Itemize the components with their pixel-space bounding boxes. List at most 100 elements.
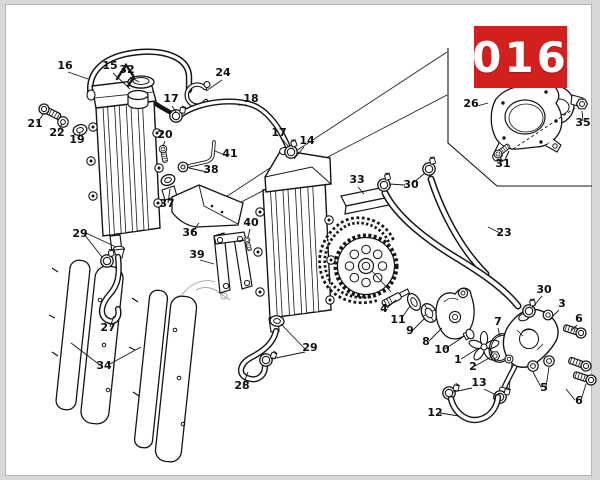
part-label-11: 11 bbox=[390, 313, 405, 326]
leader-line-35 bbox=[581, 110, 584, 122]
leader-line-30 bbox=[531, 295, 543, 309]
leader-line-40 bbox=[247, 228, 251, 238]
leader-line-6 bbox=[570, 324, 578, 332]
hose-27 bbox=[98, 253, 122, 325]
banjo-fitting-38 bbox=[177, 161, 189, 173]
leader-line-13 bbox=[483, 388, 497, 396]
hose-12 bbox=[447, 393, 502, 424]
part-label-21: 21 bbox=[27, 117, 42, 130]
part-label-28: 28 bbox=[234, 379, 249, 392]
wire-clip-15 bbox=[115, 62, 136, 88]
leader-line-5 bbox=[532, 371, 542, 388]
radiator-left bbox=[86, 78, 164, 259]
page-number-badge: 016 bbox=[472, 26, 569, 88]
leader-line-30 bbox=[388, 183, 406, 186]
part-label-35: 35 bbox=[575, 116, 590, 129]
bolt-6-lower-b bbox=[571, 369, 598, 387]
cam-chain bbox=[318, 216, 395, 305]
inset-axis-line bbox=[512, 107, 576, 150]
leader-line-12 bbox=[439, 412, 460, 417]
bushing-10 bbox=[462, 328, 475, 341]
leader-line-24 bbox=[205, 79, 223, 92]
leader-line-34 bbox=[70, 342, 101, 366]
bolt-20 bbox=[158, 144, 170, 164]
part-label-5: 5 bbox=[540, 381, 548, 394]
part-label-15: 15 bbox=[102, 59, 117, 72]
grommet-37 bbox=[158, 172, 178, 188]
leader-line-39 bbox=[199, 259, 215, 265]
leader-line-28 bbox=[242, 371, 249, 386]
part-label-2: 2 bbox=[469, 360, 477, 373]
part-label-7: 7 bbox=[494, 315, 502, 328]
leader-line-15 bbox=[112, 72, 131, 90]
leader-line-1 bbox=[460, 348, 478, 360]
part-label-29: 29 bbox=[302, 341, 317, 354]
pump-body-8 bbox=[435, 287, 475, 340]
part-label-33: 33 bbox=[349, 173, 364, 186]
expansion-tank-36 bbox=[161, 184, 244, 228]
leader-line-4 bbox=[386, 299, 397, 309]
leader-line-13 bbox=[452, 387, 473, 393]
hose-16 bbox=[86, 48, 193, 101]
part-label-14: 14 bbox=[299, 134, 315, 147]
part-label-32: 32 bbox=[119, 63, 134, 76]
leader-line-3 bbox=[548, 309, 560, 321]
bolt-6-lower-a bbox=[566, 354, 594, 374]
part-label-38: 38 bbox=[203, 163, 218, 176]
part-label-1: 1 bbox=[454, 353, 462, 366]
part-label-17: 17 bbox=[271, 126, 286, 139]
inset-boundary bbox=[447, 48, 592, 187]
leader-line-17 bbox=[171, 105, 177, 113]
radiator-guards bbox=[48, 259, 198, 463]
pointer-lines bbox=[211, 51, 448, 213]
clamp-29-left bbox=[98, 248, 118, 269]
leader-line-37 bbox=[167, 188, 171, 204]
overflow-pipe-41 bbox=[186, 140, 216, 168]
part-label-40: 40 bbox=[243, 216, 259, 229]
leader-line-5 bbox=[545, 366, 550, 388]
part-label-3: 3 bbox=[558, 297, 566, 310]
leader-line-34 bbox=[107, 346, 142, 366]
part-label-19: 19 bbox=[69, 133, 84, 146]
leader-line-22 bbox=[57, 123, 63, 133]
part-label-29: 29 bbox=[72, 227, 87, 240]
part-label-10: 10 bbox=[434, 343, 450, 356]
leader-line-23 bbox=[487, 226, 501, 234]
part-label-31: 31 bbox=[495, 157, 510, 170]
leader-line-8 bbox=[428, 327, 443, 342]
hose-28 bbox=[237, 327, 280, 383]
leader-line-21 bbox=[36, 112, 45, 124]
sprocket bbox=[333, 233, 399, 299]
part-label-20: 20 bbox=[157, 128, 173, 141]
part-label-13: 13 bbox=[471, 376, 486, 389]
washer-5b bbox=[543, 355, 555, 367]
page-number: 016 bbox=[472, 32, 569, 82]
bearing-9 bbox=[420, 303, 438, 323]
part-label-27: 27 bbox=[100, 321, 115, 334]
part-label-17: 17 bbox=[163, 92, 178, 105]
part-label-12: 12 bbox=[427, 406, 442, 419]
part-label-6: 6 bbox=[575, 312, 583, 325]
bracket-39 bbox=[213, 231, 253, 294]
part-label-30: 30 bbox=[536, 283, 552, 296]
part-label-24: 24 bbox=[215, 66, 231, 79]
part-label-18: 18 bbox=[243, 92, 258, 105]
leader-line-6 bbox=[580, 383, 587, 401]
leader-line-29 bbox=[83, 233, 103, 258]
leader-line-30 bbox=[412, 172, 426, 184]
leader-line-27 bbox=[109, 315, 115, 328]
part-label-23: 23 bbox=[496, 226, 511, 239]
leader-line-20 bbox=[162, 140, 166, 147]
part-label-39: 39 bbox=[189, 248, 204, 261]
radiator-right bbox=[253, 146, 336, 333]
nut-35 bbox=[575, 98, 589, 110]
tach-ring-11 bbox=[406, 293, 422, 311]
leader-line-32 bbox=[129, 76, 140, 83]
leader-line-7 bbox=[497, 327, 501, 338]
leader-line-41 bbox=[214, 150, 228, 157]
leader-line-14 bbox=[293, 146, 305, 160]
leader-line-29 bbox=[270, 351, 306, 360]
